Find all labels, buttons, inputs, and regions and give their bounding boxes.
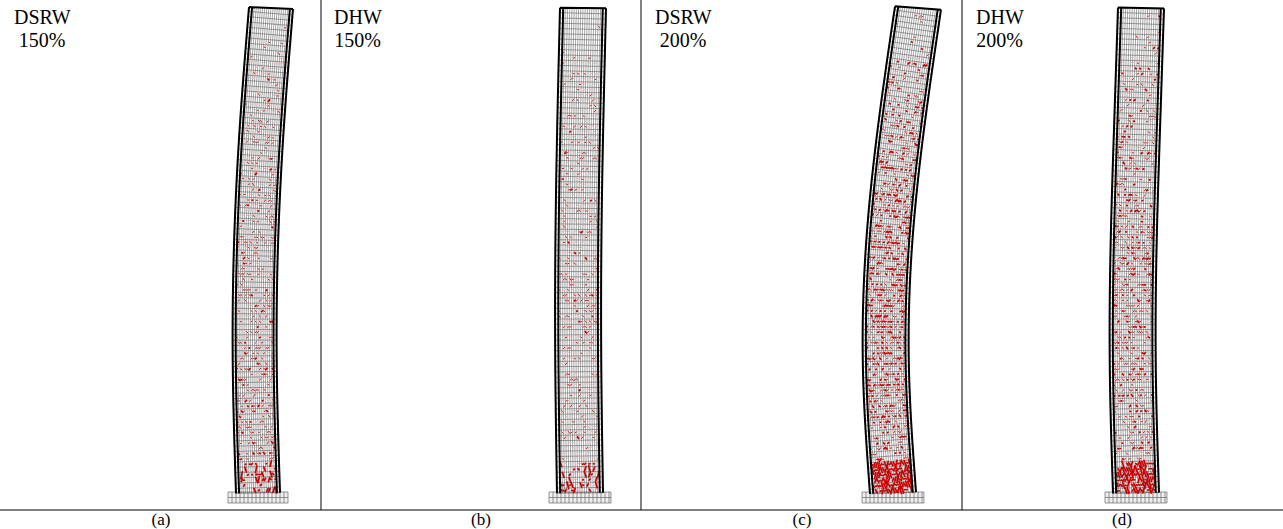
foundation-block [1105, 492, 1167, 503]
panel-title: DSRW 150% [14, 6, 70, 52]
major-crack [560, 131, 599, 493]
panel-title: DHW 150% [334, 6, 381, 52]
minor-crack [559, 57, 601, 491]
wall-mesh [1105, 8, 1167, 503]
wall-mesh [862, 6, 941, 503]
mesh-grid [1110, 8, 1164, 494]
boundary-element [863, 6, 941, 494]
boundary-element [233, 7, 293, 493]
panel-title: DSRW 200% [655, 6, 711, 52]
mesh-grid [555, 8, 606, 493]
table-rule [0, 510, 1283, 511]
subfigure-caption: (c) [793, 511, 812, 529]
cell-divider [641, 0, 642, 510]
wall-mesh [228, 7, 293, 503]
wall-mesh [549, 8, 611, 503]
subfigure-caption: (d) [1112, 511, 1132, 529]
major-crack [866, 42, 927, 495]
panel-title: DHW 200% [976, 6, 1023, 52]
mesh-grid [863, 6, 941, 494]
subfigure-caption: (a) [152, 511, 171, 529]
mesh-grid [233, 7, 293, 493]
foundation-block [549, 492, 611, 503]
cell-divider [321, 0, 322, 510]
subfigure-caption: (b) [471, 511, 491, 529]
major-crack [237, 78, 277, 493]
boundary-element [555, 8, 606, 493]
table-frame [0, 0, 1283, 510]
foundation-block [228, 492, 288, 503]
crack [558, 26, 600, 460]
boundary-element [1110, 8, 1164, 494]
cell-divider [962, 0, 963, 510]
